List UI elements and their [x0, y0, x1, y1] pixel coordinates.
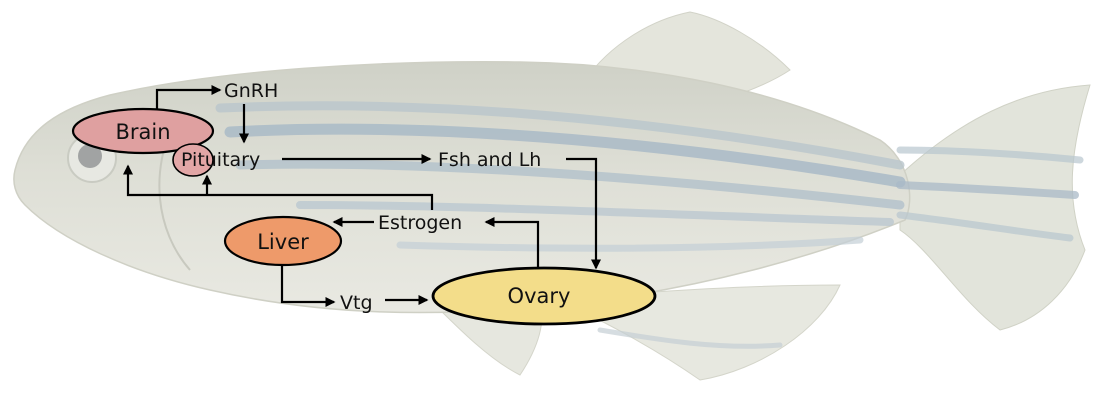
gnrh-label: GnRH — [224, 80, 278, 102]
fish-body — [14, 62, 910, 313]
liver-label: Liver — [257, 230, 309, 254]
estrogen-label: Estrogen — [378, 212, 462, 234]
vtg-label: Vtg — [340, 292, 373, 314]
fsh-lh-label: Fsh and Lh — [438, 149, 541, 171]
node-ovary: Ovary — [433, 268, 655, 324]
pituitary-label: Pituitary — [181, 149, 260, 171]
brain-label: Brain — [115, 120, 170, 144]
node-liver: Liver — [225, 217, 341, 265]
ovary-label: Ovary — [508, 284, 571, 308]
tail-fin — [900, 85, 1090, 330]
